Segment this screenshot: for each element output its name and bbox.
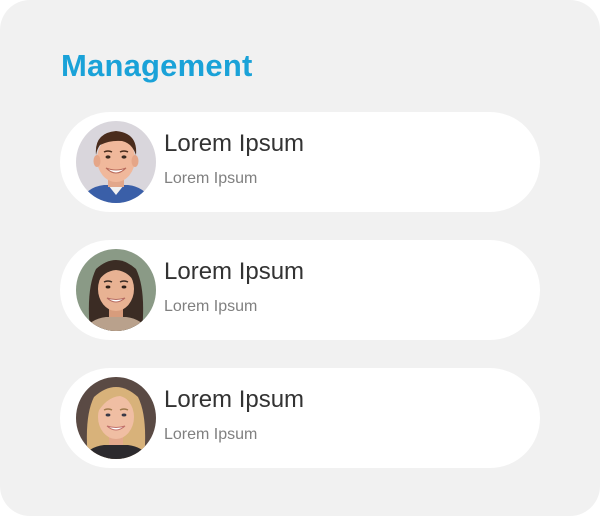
member-role: Lorem Ipsum bbox=[164, 426, 258, 443]
person-photo-avatar-icon bbox=[76, 121, 156, 203]
section-title: Management bbox=[61, 48, 253, 83]
person-photo-avatar-icon bbox=[76, 377, 156, 459]
member-item[interactable]: Lorem Ipsum Lorem Ipsum bbox=[60, 240, 540, 340]
avatar bbox=[76, 121, 156, 203]
member-item[interactable]: Lorem Ipsum Lorem Ipsum bbox=[60, 112, 540, 212]
avatar bbox=[76, 249, 156, 331]
member-role: Lorem Ipsum bbox=[164, 170, 258, 187]
member-role: Lorem Ipsum bbox=[164, 298, 258, 315]
avatar bbox=[76, 377, 156, 459]
member-name: Lorem Ipsum bbox=[164, 258, 305, 285]
member-name: Lorem Ipsum bbox=[164, 386, 305, 413]
member-list: Lorem Ipsum Lorem Ipsum bbox=[60, 112, 540, 496]
person-photo-avatar-icon bbox=[76, 249, 156, 331]
member-item[interactable]: Lorem Ipsum Lorem Ipsum bbox=[60, 368, 540, 468]
member-name: Lorem Ipsum bbox=[164, 130, 305, 157]
